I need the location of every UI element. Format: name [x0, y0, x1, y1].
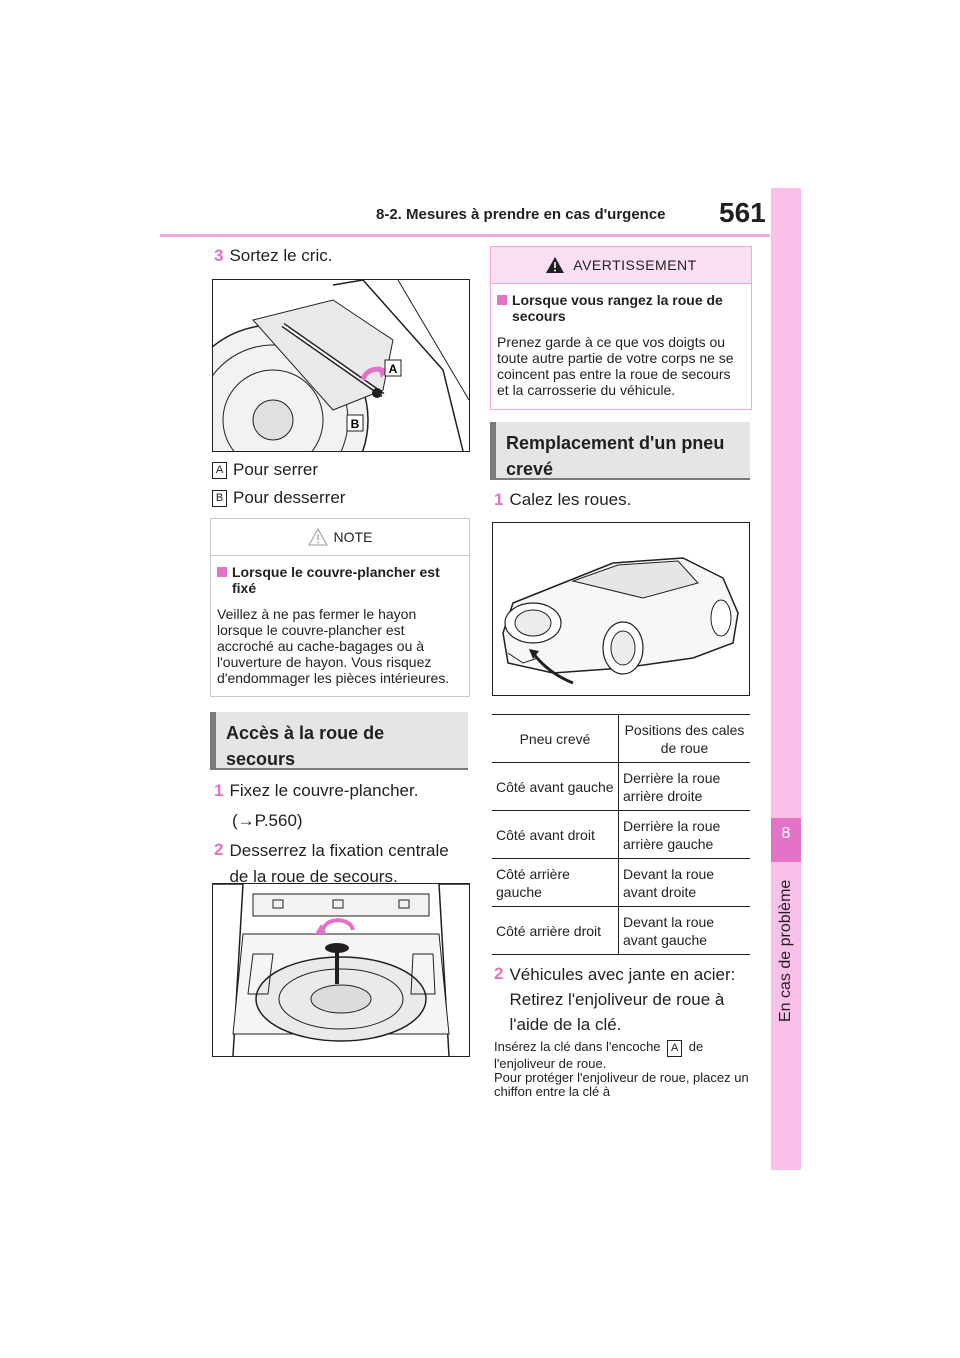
warning-header: AVERTISSEMENT — [491, 247, 751, 284]
car-chock-illustration — [492, 522, 750, 696]
chapter-tab — [771, 188, 801, 1170]
legend-text: Pour desserrer — [233, 488, 346, 507]
step-text: Sortez le cric. — [229, 246, 333, 265]
step-number: 3 — [214, 246, 224, 265]
instruction-line2: Pour protéger l'enjoliveur de roue, plac… — [494, 1070, 749, 1099]
note-body: Veillez à ne pas fermer le hayon lorsque… — [217, 606, 450, 686]
jack-illustration: A B — [212, 279, 470, 452]
table-cell: Derrière la roue arrière gauche — [618, 810, 750, 859]
legend-letter: B — [212, 489, 227, 507]
table-cell: Côté arrière gauche — [492, 858, 619, 907]
car-drawing — [502, 557, 739, 685]
table-cell: Devant la roue avant gauche — [618, 906, 750, 955]
step-1-right: 1 Calez les roues. — [494, 488, 631, 512]
table-header-row: Pneu crevé Positions des cales de roue — [492, 714, 750, 763]
warning-subtitle: Lorsque vous rangez la roue de secours — [497, 292, 745, 324]
instruction-text: Insérez la clé dans l'encoche A de l'enj… — [494, 1040, 750, 1099]
section-heading-flat-tire: Remplacement d'un pneu crevé — [490, 422, 750, 480]
fig-label-b: B — [351, 417, 360, 431]
legend-text: Pour serrer — [233, 460, 319, 479]
step-ref: (→P.560) — [232, 811, 303, 830]
step-number: 1 — [494, 490, 504, 509]
bullet-square-icon — [497, 295, 507, 305]
chock-table: Pneu crevé Positions des cales de roue C… — [492, 714, 750, 955]
legend-a: A Pour serrer — [212, 460, 318, 480]
section-header: 8-2. Mesures à prendre en cas d'urgence — [376, 206, 666, 223]
bullet-square-icon — [217, 567, 227, 577]
step-text: Fixez le couvre-plancher. — [229, 781, 419, 800]
chapter-label: En cas de problème — [777, 880, 794, 1023]
step-2-left: 2 Desserrez la fixation centrale de la ro… — [214, 838, 464, 890]
step-number: 1 — [214, 781, 224, 800]
warning-icon — [546, 257, 565, 273]
page-number: 561 — [719, 197, 766, 228]
jack-drawing: A B — [213, 280, 469, 451]
section-heading-spare-access: Accès à la roue de secours — [210, 712, 468, 770]
note-subtitle-text: Lorsque le couvre-plancher est fixé — [232, 564, 440, 596]
table-cell: Côté arrière droit — [492, 906, 619, 955]
instruction-letter: A — [667, 1040, 683, 1057]
fig-label-a: A — [389, 362, 398, 376]
step-text: Calez les roues. — [509, 490, 632, 509]
warning-title: AVERTISSEMENT — [573, 257, 697, 273]
table-header-cell: Positions des cales de roue — [618, 714, 750, 763]
chapter-tab-marker — [771, 818, 801, 862]
legend-b: B Pour desserrer — [212, 488, 345, 508]
step-number: 2 — [494, 964, 504, 983]
table-row: Côté arrière droit Devant la roue avant … — [492, 906, 750, 955]
table-cell: Derrière la roue arrière droite — [618, 762, 750, 811]
step-3: 3 Sortez le cric. — [214, 244, 332, 268]
step-2-right: 2 Véhicules avec jante en acier: Retirez … — [494, 962, 749, 1037]
table-header-cell: Pneu crevé — [492, 714, 619, 763]
note-title: NOTE — [333, 529, 373, 545]
table-row: Côté avant droit Derrière la roue arrièr… — [492, 810, 750, 859]
table-cell: Côté avant gauche — [492, 762, 619, 811]
warning-subtitle-text: Lorsque vous rangez la roue de secours — [512, 292, 723, 324]
legend-letter: A — [212, 461, 227, 479]
note-box: NOTE Lorsque le couvre-plancher est fixé… — [210, 518, 470, 697]
table-row: Côté avant gauche Derrière la roue arriè… — [492, 762, 750, 811]
warning-body: Prenez garde à ce que vos doigts ou tout… — [497, 334, 734, 398]
step-number: 2 — [214, 840, 224, 859]
table-cell: Côté avant droit — [492, 810, 619, 859]
spare-wheel-illustration — [212, 883, 470, 1057]
spare-wheel-drawing — [213, 884, 469, 1056]
header-rule — [160, 234, 770, 237]
note-subtitle: Lorsque le couvre-plancher est fixé — [217, 564, 463, 596]
note-header: NOTE — [211, 519, 469, 556]
instruction-part1: Insérez la clé dans l'encoche — [494, 1039, 661, 1054]
caution-icon — [307, 528, 328, 546]
table-row: Côté arrière gauche Devant la roue avant… — [492, 858, 750, 907]
step-text: Desserrez la fixation centrale de la rou… — [229, 841, 449, 886]
step-1-left: 1 Fixez le couvre-plancher. (→P.560) — [214, 779, 464, 833]
warning-box: AVERTISSEMENT Lorsque vous rangez la rou… — [490, 246, 752, 410]
chapter-number: 8 — [781, 825, 791, 842]
instruction-part2: de l'enjoliveur de roue. — [494, 1039, 704, 1071]
table-cell: Devant la roue avant droite — [618, 858, 750, 907]
step-text: Véhicules avec jante en acier: Retirez l… — [509, 965, 736, 1034]
